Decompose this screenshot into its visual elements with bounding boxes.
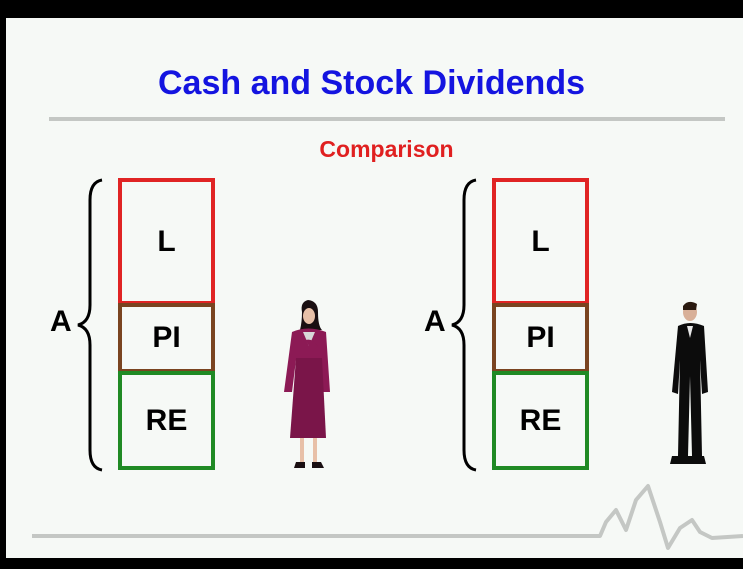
right-paid-in-box: PI bbox=[492, 303, 589, 373]
right-assets-label: A bbox=[424, 305, 446, 338]
right-paid-in-label: PI bbox=[526, 321, 555, 354]
bottom-zigzag-line bbox=[32, 484, 743, 550]
left-paid-in-box: PI bbox=[118, 303, 215, 373]
title-divider bbox=[49, 117, 725, 121]
slide-subtitle: Comparison bbox=[319, 136, 454, 162]
left-retained-earnings-label: RE bbox=[145, 403, 188, 437]
slide-title: Cash and Stock Dividends bbox=[158, 64, 585, 102]
woman-figure bbox=[284, 300, 330, 468]
left-brace bbox=[77, 178, 103, 472]
man-figure bbox=[670, 301, 708, 464]
left-assets-label: A bbox=[50, 305, 72, 338]
right-retained-earnings-box: RE bbox=[492, 371, 589, 470]
left-paid-in-label: PI bbox=[152, 321, 181, 354]
right-retained-earnings-label: RE bbox=[519, 403, 562, 437]
left-liabilities-label: L bbox=[157, 224, 176, 258]
right-brace bbox=[451, 178, 477, 472]
left-retained-earnings-box: RE bbox=[118, 371, 215, 470]
right-liabilities-label: L bbox=[531, 224, 550, 258]
right-liabilities-box: L bbox=[492, 178, 589, 305]
left-liabilities-box: L bbox=[118, 178, 215, 305]
